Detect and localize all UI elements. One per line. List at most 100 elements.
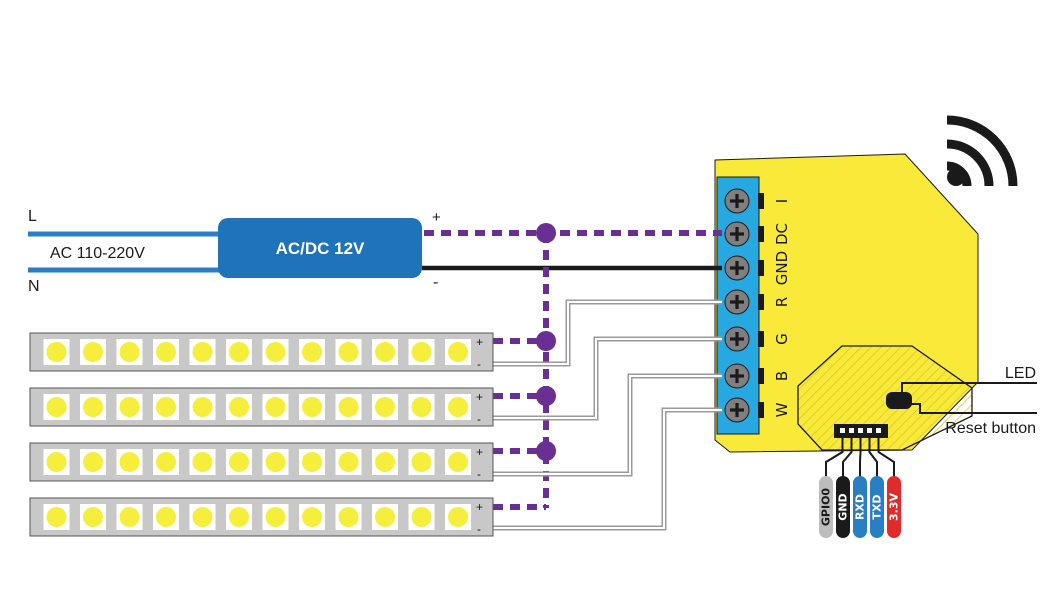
led-chip — [302, 452, 322, 472]
pin-wire — [842, 438, 853, 478]
led-chip — [448, 397, 468, 417]
screw-slot-v — [735, 261, 739, 275]
psu-label: AC/DC 12V — [276, 239, 365, 258]
pin-wires — [825, 438, 895, 478]
led-label: LED — [1005, 365, 1036, 382]
strip-plus-label: + — [476, 445, 483, 459]
channel-w-wire — [493, 407, 722, 531]
voltage-label: AC 110-220V — [50, 245, 145, 262]
pin-label-text: GPIO0 — [820, 488, 833, 527]
led-chip — [265, 342, 286, 362]
led-chip — [411, 507, 432, 527]
led-chip — [229, 397, 249, 417]
led-chip — [156, 342, 176, 362]
wifi-dot — [947, 168, 965, 186]
wires — [422, 223, 722, 531]
led-chip — [46, 507, 67, 527]
pin-wire — [868, 438, 878, 478]
led-chip — [375, 397, 395, 417]
strip-minus-label: - — [477, 467, 481, 481]
led-chip — [302, 342, 322, 362]
positive-bus — [424, 230, 722, 510]
led-chip — [156, 507, 176, 527]
junction-dot — [536, 223, 556, 243]
terminal-label: GND — [773, 251, 791, 285]
led-strip: +- — [29, 442, 494, 482]
led-reset-button[interactable] — [886, 392, 912, 409]
led-chip — [229, 507, 249, 527]
pin-label-capsule — [853, 476, 867, 538]
led-chip — [375, 452, 395, 472]
led-chip — [46, 452, 67, 472]
junction-dot — [536, 386, 556, 406]
pin-label-capsule — [836, 476, 850, 538]
pin-label: RXD — [853, 476, 867, 538]
strip-plus-label: + — [476, 335, 483, 349]
led-chip — [119, 452, 140, 472]
psu-minus-label: - — [433, 274, 438, 291]
terminal-label: G — [773, 333, 791, 345]
header-pin-tip — [858, 428, 863, 433]
led-chip — [375, 342, 395, 362]
led-chip — [411, 397, 432, 417]
terminal-contact — [758, 193, 764, 209]
led-chip — [119, 397, 140, 417]
pin-wire — [877, 438, 895, 478]
terminal-label: I — [773, 199, 791, 203]
led-strip: +- — [29, 387, 494, 427]
pin-wire — [825, 438, 844, 478]
screw-slot-v — [735, 295, 739, 309]
led-chip — [265, 507, 286, 527]
header-pin-tip — [849, 428, 854, 433]
psu-box — [218, 218, 422, 278]
pin-label: TXD — [870, 476, 884, 538]
strip-minus-label: - — [477, 522, 481, 536]
channel-b-wire — [493, 373, 722, 477]
led-chip — [119, 507, 140, 527]
led-chip — [375, 507, 395, 527]
header-pin-tips — [840, 428, 881, 433]
terminal-label: W — [773, 402, 791, 417]
led-chip — [338, 452, 359, 472]
terminal-contact — [758, 368, 764, 384]
channel-w-wire-core — [493, 409, 722, 529]
led-strip: +- — [29, 332, 494, 372]
strip-minus-label: - — [477, 357, 481, 371]
neutral-label: N — [28, 278, 40, 295]
led-chip — [46, 342, 67, 362]
junction-dot — [536, 331, 556, 351]
channel-wires — [493, 299, 722, 531]
strip-plus-label: + — [476, 500, 483, 514]
power-supply: AC/DC 12V + - — [218, 209, 441, 291]
led-chip — [338, 507, 359, 527]
header-pin-tip — [840, 428, 845, 433]
led-chip — [338, 397, 359, 417]
led-chip — [192, 397, 213, 417]
led-chip — [448, 452, 468, 472]
wifi-arc-outer — [946, 115, 1018, 187]
led-strips: +-+-+-+- — [29, 332, 494, 537]
terminal-contact — [758, 402, 764, 418]
pin-label: GND — [836, 476, 850, 538]
pin-label-capsule — [887, 476, 901, 538]
led-chip — [229, 452, 249, 472]
mains-input: L N AC 110-220V — [28, 208, 222, 295]
led-chip — [411, 342, 432, 362]
led-chip — [192, 452, 213, 472]
led-chip — [411, 452, 432, 472]
channel-g-wire-core — [493, 338, 722, 419]
terminal-contact — [758, 226, 764, 242]
junction-dot — [536, 441, 556, 461]
led-chip — [448, 507, 468, 527]
line-label: L — [28, 208, 37, 225]
channel-r-wire-core — [493, 301, 722, 365]
channel-b-wire-core — [493, 375, 722, 475]
screw-slot-v — [735, 369, 739, 383]
reset-label: Reset button — [945, 420, 1036, 437]
led-chip — [265, 452, 286, 472]
led-reset-connection: LED Reset button — [886, 365, 1037, 437]
